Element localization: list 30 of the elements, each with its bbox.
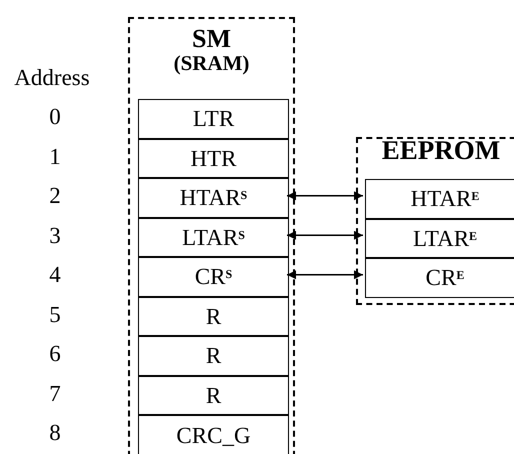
address-number: 5	[48, 302, 62, 326]
address-number: 3	[48, 224, 62, 246]
register-cell: LTAR$^{E}$	[365, 218, 514, 258]
double-arrow	[287, 270, 363, 280]
address-number: 2	[48, 184, 62, 207]
dashed-group-frame	[356, 137, 514, 305]
register-cell: LTAR$^{S}$	[138, 218, 289, 257]
address-number: 6	[48, 342, 62, 365]
address-number: 0	[48, 105, 62, 128]
register-cell: HTAR$^{S}$	[138, 178, 289, 218]
register-cell: CR$^{E}$	[365, 258, 514, 298]
register-cell: R	[138, 336, 289, 376]
register-cell: CR$^{S}$	[138, 257, 289, 296]
register-cell: CRC_G	[138, 415, 289, 454]
register-cell: LTR	[138, 99, 289, 138]
group-title: EEPROM	[382, 136, 500, 164]
address-number: 8	[48, 421, 62, 444]
register-cell: HTR	[138, 138, 289, 178]
dashed-group-frame	[128, 17, 295, 454]
group-title: (SRAM)	[174, 52, 250, 74]
double-arrow	[287, 191, 363, 200]
group-title: SM	[192, 25, 231, 52]
register-cell: R	[138, 376, 289, 415]
address-number: 1	[48, 144, 62, 168]
register-cell: HTAR$^{E}$	[365, 179, 514, 218]
double-arrow	[287, 230, 363, 240]
register-cell: R	[138, 296, 289, 336]
address-number: 4	[48, 263, 62, 286]
column-heading: Address	[13, 66, 91, 89]
address-number: 7	[48, 382, 62, 404]
